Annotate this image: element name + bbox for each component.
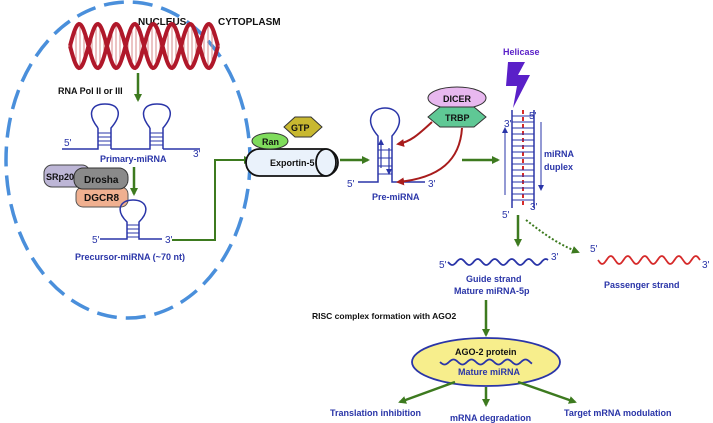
helicase-bolt [506,62,530,108]
precursor-mirna-label: Precursor-miRNA (~70 nt) [75,252,185,262]
mature-mirna-label: Mature miRNA [458,367,521,377]
gtp-label: GTP [291,123,310,133]
cytoplasm-label: CYTOPLASM [218,17,281,28]
ran-label: Ran [262,137,279,147]
dna-strand-b [68,21,220,71]
gtp-molecule [283,116,323,138]
ago2-label: AGO-2 protein [455,347,517,357]
trbp-label: TRBP [445,113,470,123]
mirna-duplex [502,110,544,208]
guide-strand [447,258,549,266]
duplex-3prime-top: 3' [504,119,512,130]
primary-3prime: 3' [193,149,201,160]
exportin-label: Exportin-5 [270,158,315,168]
nucleus-label: NUCLEUS [138,17,187,28]
guide-3prime: 3' [551,252,559,263]
srp20-label: SRp20 [46,172,74,182]
passenger-3prime: 3' [702,260,710,271]
precursor-5prime: 5' [92,235,100,246]
exportin-5-protein [245,148,339,177]
drosha-protein [73,167,129,190]
pre-mirna-5prime: 5' [347,179,355,190]
pre-mirna-structure [358,107,425,183]
mature-mirna-strand [439,358,533,366]
passenger-arrow [525,219,580,254]
duplex-3prime-bottom: 3' [530,202,538,213]
exportin-complex [245,116,339,177]
mrna-degradation-label: mRNA degradation [450,413,531,423]
duplex-5prime-top: 5' [529,111,537,122]
target-modulation-label: Target mRNA modulation [564,408,672,418]
primary-mirna-label: Primary-miRNA [100,154,167,164]
duplex-label-2: duplex [544,162,573,172]
ran-protein [251,132,289,150]
drosha-label: Drosha [84,175,119,186]
passenger-5prime: 5' [590,244,598,255]
pre-mirna-3prime: 3' [428,179,436,190]
dicer-cleavage-arrow-1 [396,121,433,147]
translation-inhibition-label: Translation inhibition [330,408,421,418]
dicer-cleavage-arrow-2 [396,127,463,186]
translation-arrow [398,380,456,404]
duplex-label-1: miRNA [544,149,575,159]
guide-5prime: 5' [439,260,447,271]
mature-mirna-5p-label: Mature miRNA-5p [454,286,530,296]
duplex-5prime-bottom: 5' [502,210,510,221]
risc-label: RISC complex formation with AGO2 [312,311,456,321]
target-arrow [517,380,577,404]
passenger-strand [597,255,701,265]
primary-mirna-structure [62,103,200,150]
dicer-complex [427,86,487,128]
precursor-3prime: 3' [165,235,173,246]
dna-helix [68,21,220,71]
guide-strand-label: Guide strand [466,274,522,284]
microprocessor-complex [43,164,129,208]
helicase-label: Helicase [503,47,540,57]
export-arrow [172,156,252,241]
dicer-label: DICER [443,94,472,104]
trbp-protein [427,106,487,128]
passenger-strand-label: Passenger strand [604,280,680,290]
rna-pol-label: RNA Pol II or III [58,86,123,96]
precursor-mirna-structure [100,199,162,240]
pre-mirna-label: Pre-miRNA [372,192,420,202]
dgcr8-label: DGCR8 [84,193,119,204]
primary-5prime: 5' [64,138,72,149]
